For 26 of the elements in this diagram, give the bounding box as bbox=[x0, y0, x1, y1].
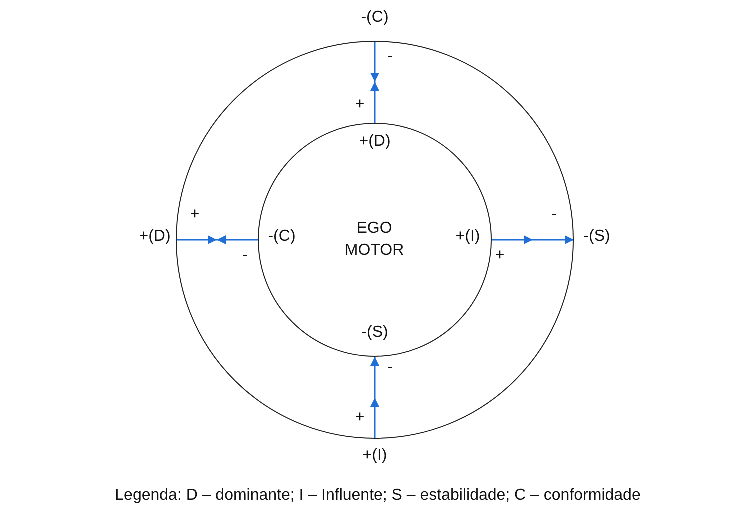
pole-label: + bbox=[190, 206, 200, 224]
pole-label: - bbox=[242, 247, 248, 265]
arrow bbox=[176, 236, 217, 244]
legend-text: Legenda: D – dominante; I – Influente; S – estabilidade; C – conformidade bbox=[115, 487, 641, 505]
arrow bbox=[370, 82, 380, 123]
pole-label: +(I) bbox=[456, 228, 480, 246]
arrow bbox=[370, 41, 380, 82]
pole-label: -(S) bbox=[584, 228, 610, 246]
circle-label: EGO MOTOR bbox=[344, 218, 406, 260]
pole-label: -(S) bbox=[362, 324, 388, 342]
pole-label: - bbox=[387, 359, 393, 377]
pole-label: -(C) bbox=[361, 9, 389, 27]
pole-label: - bbox=[387, 48, 393, 66]
pole-label: + bbox=[355, 96, 365, 114]
pole-label: + bbox=[495, 247, 505, 265]
arrow bbox=[492, 236, 574, 244]
pole-label: - bbox=[551, 206, 557, 224]
pole-label: +(I) bbox=[362, 447, 388, 465]
circle-node bbox=[258, 122, 492, 356]
arrow bbox=[217, 236, 258, 244]
arrow bbox=[370, 357, 380, 439]
pole-label: +(D) bbox=[359, 133, 391, 151]
pole-label: + bbox=[355, 409, 365, 427]
pole-label: -(C) bbox=[268, 228, 296, 246]
outer-ring bbox=[176, 41, 574, 439]
pole-label: +(D) bbox=[139, 228, 171, 246]
